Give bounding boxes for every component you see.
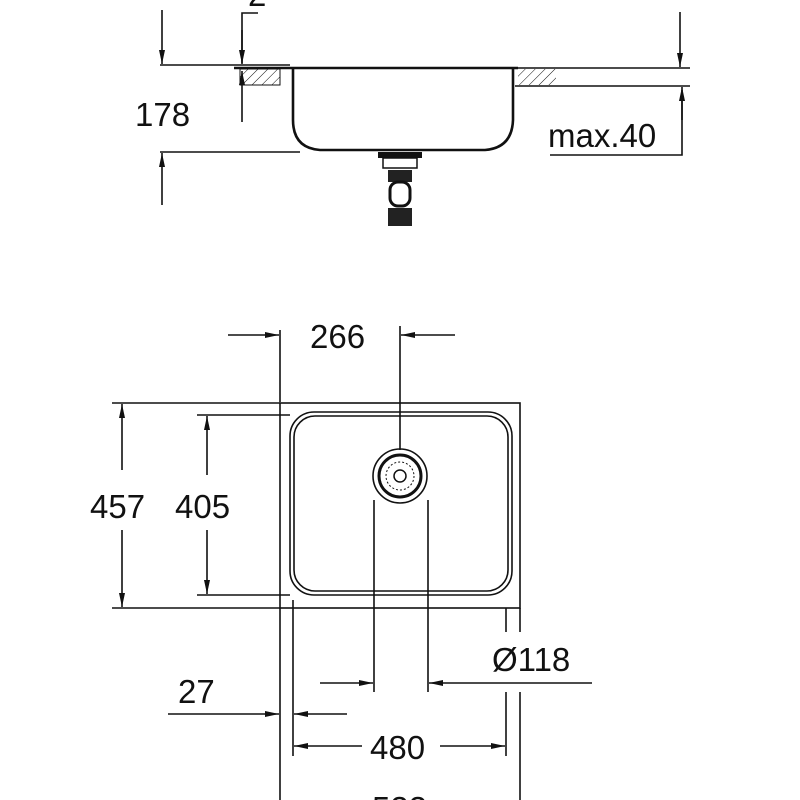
thickness-label: 2 <box>248 0 266 13</box>
rim-width-label: 27 <box>178 673 215 710</box>
drain-icon <box>372 448 428 504</box>
bowl-outline-outer <box>289 411 513 596</box>
plan-view: 266 457 405 Ø118 27 480 <box>90 318 592 800</box>
drain-offset-label: 266 <box>310 318 365 355</box>
countertop-label: max.40 <box>548 117 656 154</box>
bowl-depth-label: 405 <box>175 488 230 525</box>
drain-diameter-label: Ø118 <box>492 641 570 678</box>
depth-label: 178 <box>135 96 190 133</box>
countertop-hatch-left <box>239 68 281 86</box>
outer-width-label: 533 <box>372 790 427 800</box>
outer-depth-label: 457 <box>90 488 145 525</box>
sink-bowl-profile <box>291 69 515 152</box>
bowl-outline-inner <box>293 415 509 592</box>
bowl-width-label: 480 <box>370 729 425 766</box>
side-view: 178 2 max.40 <box>135 0 690 226</box>
thickness-leader <box>241 12 258 63</box>
drain-trap <box>378 152 422 226</box>
countertop-hatch-right <box>518 69 556 85</box>
